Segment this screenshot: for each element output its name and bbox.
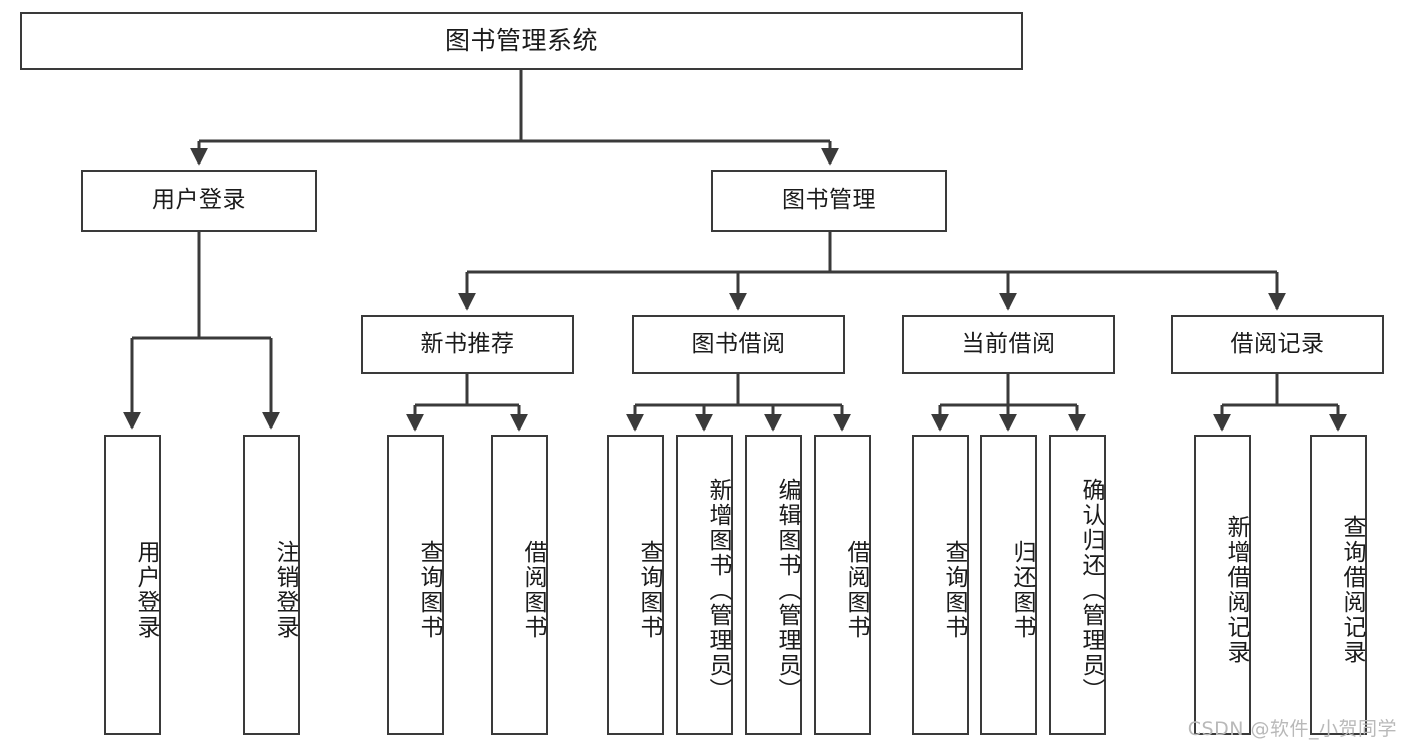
node-user-login[interactable]: 用户登录	[81, 170, 317, 232]
leaf-record-add-borrow-record[interactable]: 新增借阅记录	[1194, 435, 1251, 735]
node-root-book-management-system[interactable]: 图书管理系统	[20, 12, 1023, 70]
leaf-current-return-book[interactable]: 归还图书	[980, 435, 1037, 735]
node-label: 用户登录	[152, 187, 246, 214]
node-label: 新增借阅记录	[1223, 515, 1249, 665]
node-borrow-record[interactable]: 借阅记录	[1171, 315, 1384, 374]
node-label: 图书管理	[782, 187, 876, 214]
leaf-new-book-borrow-book[interactable]: 借阅图书	[491, 435, 548, 735]
leaf-user-login-logout[interactable]: 注销登录	[243, 435, 300, 735]
node-book-borrow[interactable]: 图书借阅	[632, 315, 845, 374]
node-label: 新书推荐	[420, 330, 515, 357]
node-label: 用户登录	[133, 540, 159, 640]
leaf-new-book-query-book[interactable]: 查询图书	[387, 435, 444, 735]
node-book-management[interactable]: 图书管理	[711, 170, 947, 232]
leaf-user-login-login[interactable]: 用户登录	[104, 435, 161, 735]
leaf-borrow-query-book[interactable]: 查询图书	[607, 435, 664, 735]
node-label: 新增图书（管理员）	[705, 477, 731, 703]
node-new-book-recommend[interactable]: 新书推荐	[361, 315, 574, 374]
leaf-current-confirm-return-admin[interactable]: 确认归还（管理员）	[1049, 435, 1106, 735]
node-label: 借阅图书	[520, 540, 546, 640]
leaf-record-query-borrow-record[interactable]: 查询借阅记录	[1310, 435, 1367, 735]
node-label: 查询图书	[941, 540, 967, 640]
node-label: 当前借阅	[961, 330, 1056, 357]
node-label: 归还图书	[1009, 540, 1035, 640]
node-label: 查询借阅记录	[1339, 515, 1365, 665]
leaf-borrow-edit-book-admin[interactable]: 编辑图书（管理员）	[745, 435, 802, 735]
node-label: 确认归还（管理员）	[1078, 477, 1104, 703]
leaf-borrow-add-book-admin[interactable]: 新增图书（管理员）	[676, 435, 733, 735]
node-label: 图书借阅	[691, 330, 786, 357]
node-label: 查询图书	[636, 540, 662, 640]
node-label: 查询图书	[416, 540, 442, 640]
node-label: 编辑图书（管理员）	[774, 477, 800, 703]
node-current-borrow[interactable]: 当前借阅	[902, 315, 1115, 374]
leaf-borrow-borrow-book[interactable]: 借阅图书	[814, 435, 871, 735]
watermark-text: CSDN @软件_小贺同学	[1187, 718, 1397, 740]
leaf-current-query-book[interactable]: 查询图书	[912, 435, 969, 735]
node-label: 借阅图书	[843, 540, 869, 640]
node-label: 注销登录	[272, 540, 298, 640]
node-label: 图书管理系统	[444, 26, 598, 56]
node-label: 借阅记录	[1230, 330, 1325, 357]
